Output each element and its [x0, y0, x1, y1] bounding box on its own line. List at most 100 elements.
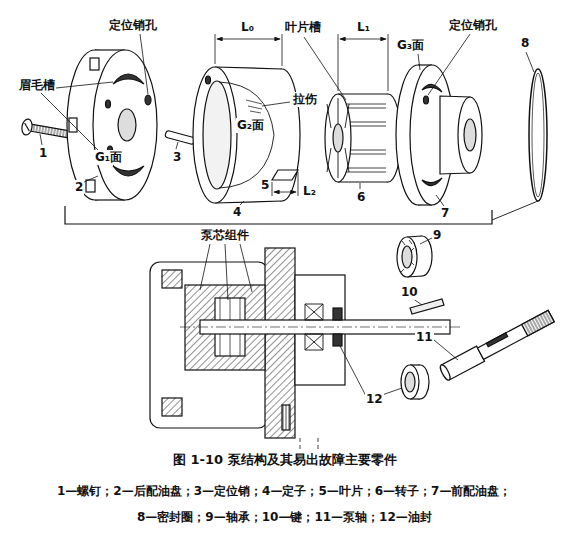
rotor [338, 93, 388, 94]
bearing [402, 246, 412, 268]
pump-assembly-section [162, 270, 182, 288]
callout-number: 8 [520, 36, 530, 51]
bearing [401, 240, 414, 272]
rear-port-plate [113, 74, 144, 84]
part-label: L₁ [356, 20, 371, 35]
callout-number: 1 [38, 146, 48, 161]
callout-number: 9 [432, 228, 442, 243]
rotor [327, 98, 349, 178]
leader-lines [84, 176, 98, 182]
screw [30, 124, 69, 137]
locating-pin [165, 130, 196, 145]
bracket [65, 206, 492, 224]
front-port-plate [422, 178, 442, 186]
vane [272, 170, 298, 180]
seal-ring [492, 201, 538, 220]
screw [23, 123, 30, 131]
leader-lines [526, 52, 534, 72]
leader-lines [56, 82, 113, 88]
pump-assembly-section [333, 334, 342, 346]
pump-assembly-section [150, 262, 268, 428]
stator [215, 67, 282, 69]
callout-number: 3 [172, 150, 182, 165]
callout-number: 2 [74, 180, 84, 195]
leader-lines [418, 54, 420, 70]
screw [21, 118, 70, 142]
key [410, 299, 444, 314]
callout-number: 6 [356, 190, 366, 205]
callout-number: 11 [415, 330, 434, 345]
part-label: 定位销孔 [108, 18, 158, 33]
rear-port-plate [113, 166, 144, 176]
leader-lines [140, 34, 148, 94]
oil-seal [401, 365, 429, 399]
pump-assembly-section [162, 398, 182, 416]
callout-number: 7 [440, 206, 450, 221]
screw [21, 118, 34, 135]
part-label: 泵芯组件 [200, 228, 250, 243]
callout-number: 4 [232, 205, 242, 220]
leader-lines [225, 244, 228, 300]
dimension-lines [340, 39, 386, 40]
pump-shaft [522, 310, 555, 336]
leader-lines [436, 195, 444, 206]
pump-assembly-section [150, 248, 462, 452]
rear-port-plate [106, 100, 111, 108]
rear-port-plate [67, 50, 157, 200]
rear-port-plate [145, 95, 151, 105]
vane [272, 170, 298, 180]
pump-shaft [439, 309, 556, 382]
pump-assembly-section [333, 308, 342, 320]
bearing [397, 236, 432, 277]
oil-seal [405, 372, 415, 392]
front-port-plate [396, 65, 482, 205]
stator [203, 81, 231, 189]
part-label: 定位销孔 [448, 18, 498, 33]
dimension-lines [388, 34, 389, 91]
part-label: 叶片槽 [284, 20, 322, 35]
screw [21, 118, 70, 142]
leader-lines [176, 142, 178, 149]
pump-shaft [486, 333, 507, 347]
rear-port-plate [118, 109, 136, 141]
front-port-plate [424, 96, 429, 104]
leader-lines [262, 102, 290, 106]
pump-shaft [439, 364, 452, 382]
pump-assembly-section [180, 327, 462, 328]
rear-port-plate [86, 180, 95, 192]
part-label: G₁面 [94, 150, 123, 165]
stator [219, 82, 274, 188]
dimension-lines [272, 182, 273, 196]
dimension-lines [338, 34, 339, 91]
pump-shaft [478, 310, 555, 359]
part-label: 拉伤 [292, 92, 318, 107]
rear-port-plate [93, 50, 157, 200]
rotor [338, 181, 388, 182]
callout-number: 5 [260, 178, 270, 193]
leader-lines [382, 388, 402, 395]
stator [246, 100, 262, 113]
callout-number: 10 [400, 285, 419, 300]
rotor [333, 124, 343, 152]
stator [215, 201, 282, 203]
seal-ring [529, 69, 547, 201]
part-label: 眉毛槽 [18, 78, 56, 93]
leader-lines [240, 244, 252, 292]
part-label: L₂ [302, 184, 317, 199]
bearing [397, 237, 417, 277]
part-label: L₀ [240, 20, 255, 35]
seal-ring [492, 69, 547, 220]
seal-ring [532, 73, 544, 197]
pump-assembly-section [265, 248, 295, 438]
dimension-lines [215, 34, 388, 196]
pump-assembly-section [300, 438, 318, 452]
dimension-lines [298, 172, 299, 196]
rear-port-plate [90, 58, 99, 70]
leader-lines [340, 346, 366, 396]
dimension-lines [282, 34, 283, 66]
bracket [65, 206, 492, 224]
part-label: G₂面 [236, 118, 265, 133]
part-label: G₃面 [396, 38, 425, 53]
stator [193, 67, 237, 203]
dimension-lines [215, 34, 216, 64]
